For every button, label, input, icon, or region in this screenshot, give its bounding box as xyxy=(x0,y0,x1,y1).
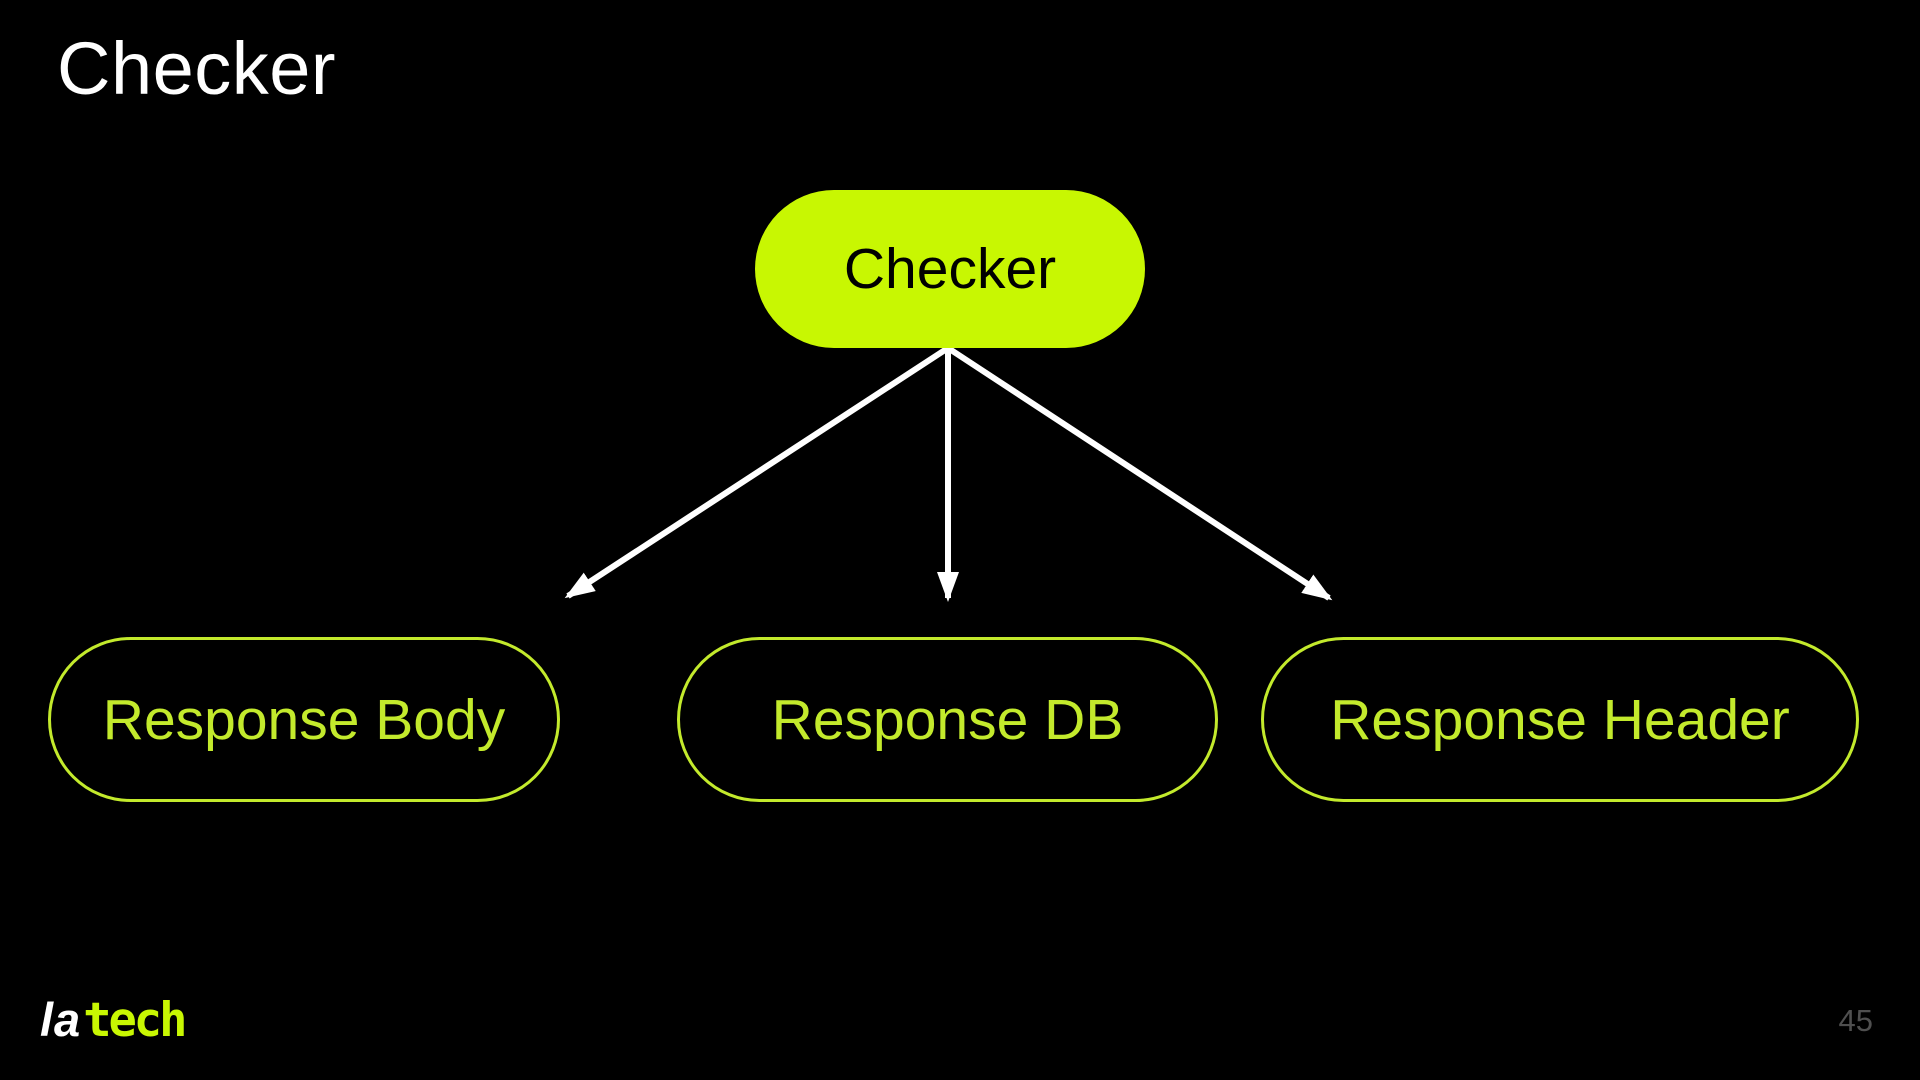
logo-la-text: la xyxy=(40,993,82,1046)
response-header-node: Response Header xyxy=(1261,637,1859,802)
logo-tech-text: tech xyxy=(83,993,187,1048)
response-body-node: Response Body xyxy=(48,637,560,802)
latech-logo: la tech xyxy=(40,993,187,1048)
arrow-checker-to-response-header xyxy=(946,345,1333,601)
arrow-checker-to-response-body xyxy=(564,345,950,599)
slide-title: Checker xyxy=(57,27,337,110)
response-db-node: Response DB xyxy=(677,637,1218,802)
page-number: 45 xyxy=(1838,1003,1873,1038)
checker-node: Checker xyxy=(755,190,1145,348)
